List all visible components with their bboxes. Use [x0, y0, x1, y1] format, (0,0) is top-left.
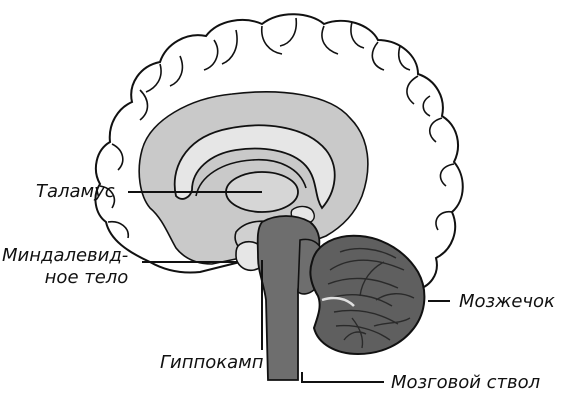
fornix: [195, 158, 307, 197]
label-amygdala-line1: Миндалевид-: [2, 245, 129, 266]
label-cerebellum: Мозжечок: [459, 291, 555, 312]
cerebellum-folia: [327, 247, 415, 349]
label-amygdala-line2: ное тело: [44, 267, 129, 288]
label-hippocampus: Гиппокамп: [160, 352, 264, 373]
corpus-callosum: [173, 124, 336, 210]
arbor-vitae-stem: [321, 296, 355, 307]
leader-lines: [128, 191, 450, 383]
label-amygdala: Миндалевид- ное тело: [2, 245, 128, 289]
label-brainstem: Мозговой ствол: [391, 372, 541, 393]
cortex-sulci: [99, 17, 455, 239]
brainstem-leader: [301, 372, 384, 383]
label-thalamus: Таламус: [36, 181, 115, 202]
